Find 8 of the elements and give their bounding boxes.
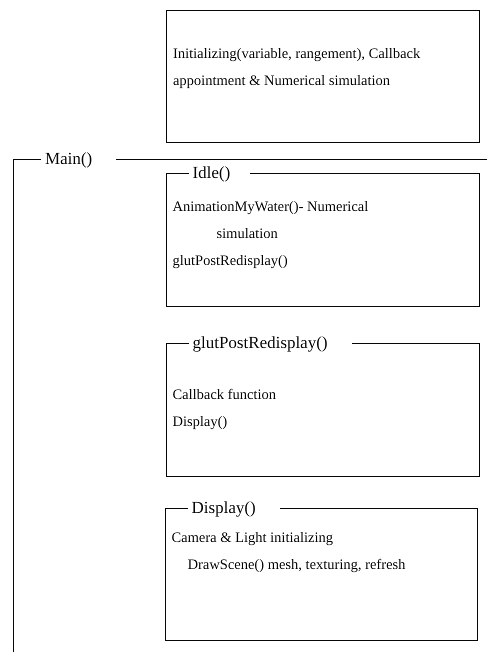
description-text: Camera & Light initializing (172, 528, 334, 548)
process-box (166, 10, 480, 143)
description-text: Display() (172, 412, 228, 432)
description-text: Callback function (172, 386, 277, 404)
description-text: glutPostRedisplay() (172, 252, 289, 270)
function-heading: Main() (41, 149, 116, 169)
description-text: DrawScene() mesh, texturing, refresh (186, 556, 406, 574)
description-text: Initializing(variable, rangement), Callback appointment & Numerical simulation (173, 45, 422, 91)
